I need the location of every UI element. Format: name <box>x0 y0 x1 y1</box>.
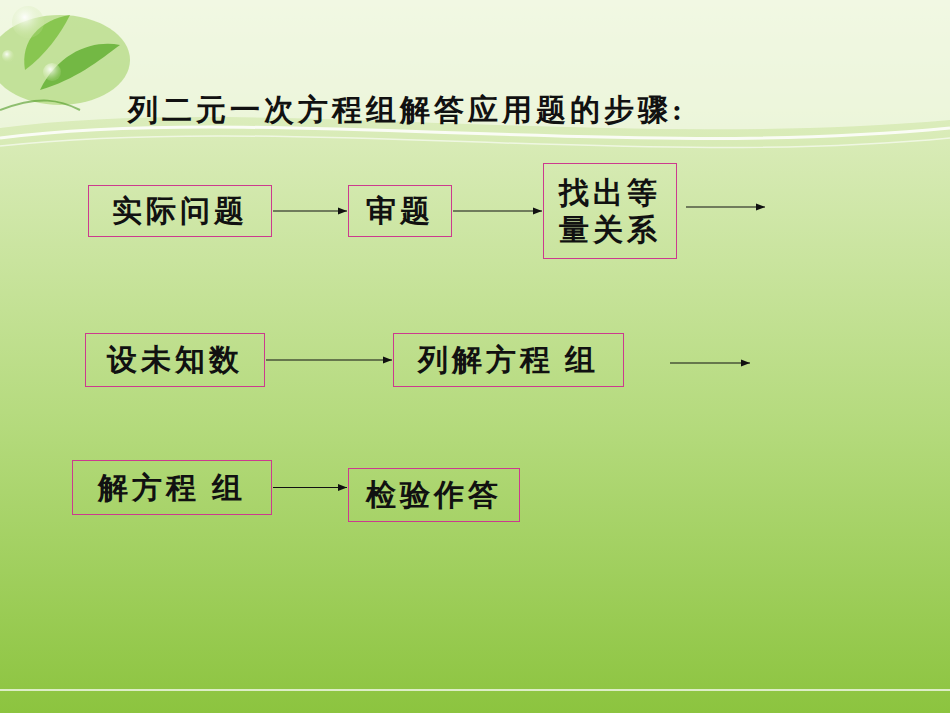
process-box: 检验作答 <box>348 468 520 522</box>
step-label: 审题 <box>366 192 434 230</box>
process-box: 实际问题 <box>88 185 272 237</box>
bottom-rule <box>0 689 950 691</box>
process-box: 解方程 组 <box>72 460 272 515</box>
continuation-arrow <box>686 206 765 207</box>
process-box: 设未知数 <box>85 333 265 387</box>
step-label: 检验作答 <box>366 476 502 514</box>
step-label: 列解方程 组 <box>418 341 600 379</box>
step-label: 解方程 组 <box>98 469 246 507</box>
continuation-arrow <box>670 362 750 363</box>
step-label: 找出等 量关系 <box>559 174 661 249</box>
process-box: 找出等 量关系 <box>543 163 677 259</box>
flow-arrow <box>273 210 347 211</box>
process-box: 列解方程 组 <box>393 333 624 387</box>
flow-arrow <box>273 487 347 488</box>
swoosh <box>0 136 950 148</box>
flow-arrow <box>453 210 542 211</box>
flow-arrow <box>266 359 392 360</box>
leaf-ornament <box>0 6 130 110</box>
process-box: 审题 <box>348 185 452 237</box>
step-label: 实际问题 <box>112 192 248 230</box>
diagram-title: 列二元一次方程组解答应用题的步骤: <box>128 90 686 131</box>
step-label: 设未知数 <box>107 341 243 379</box>
